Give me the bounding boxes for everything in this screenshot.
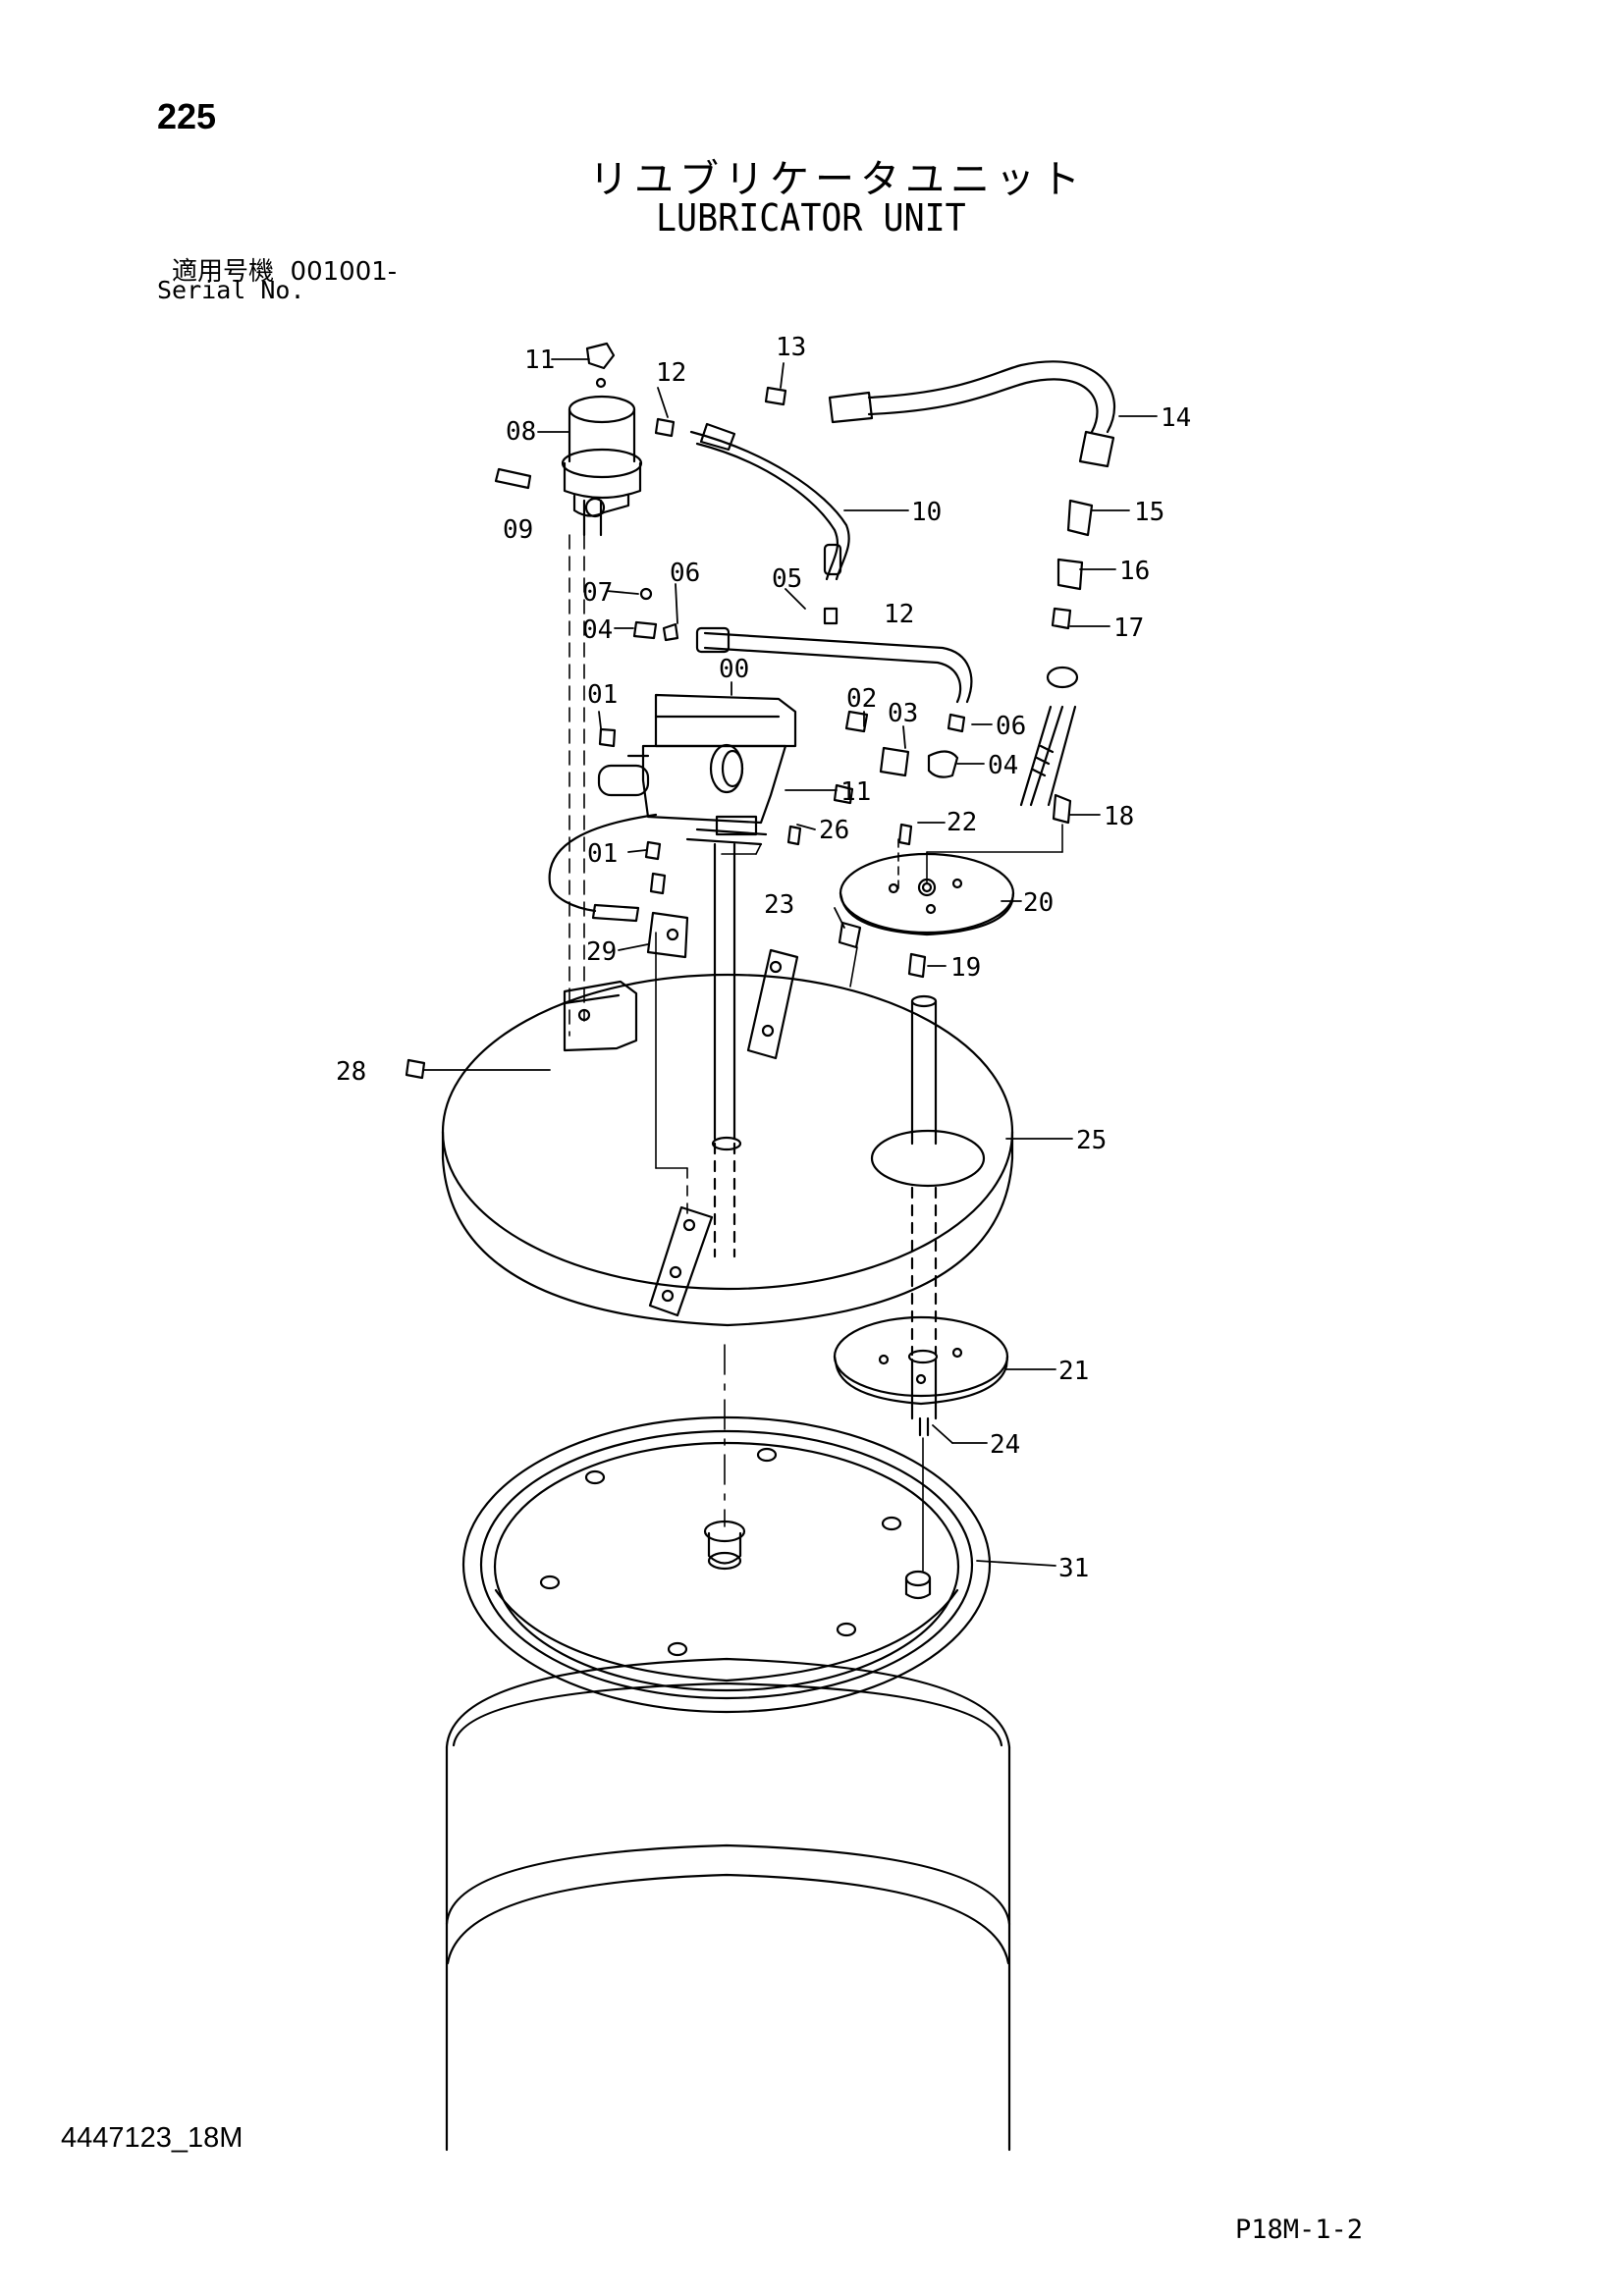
callout-07: 07: [582, 578, 613, 608]
hose-05: [695, 626, 973, 704]
callout-26: 26: [819, 816, 849, 845]
callout-12-top: 12: [656, 358, 686, 388]
callout-02: 02: [846, 684, 877, 714]
sensor-cable: [548, 813, 658, 913]
callout-11-mid: 11: [840, 777, 871, 807]
tube-bundle: [1019, 666, 1079, 825]
callout-06-right: 06: [996, 712, 1026, 741]
callout-12-mid: 12: [884, 600, 914, 629]
callout-24: 24: [990, 1430, 1020, 1460]
plate-center-fitting: [703, 1520, 746, 1571]
fittings-15-16-17: [1051, 499, 1094, 630]
page-number: 225: [157, 96, 217, 136]
callout-13: 13: [776, 333, 806, 362]
callout-04-right: 04: [988, 751, 1018, 780]
drawing-number: 4447123_18M: [61, 2122, 244, 2154]
lid-bracket-rear: [746, 948, 799, 1060]
bracket-29: [591, 903, 689, 959]
callout-23: 23: [764, 890, 794, 920]
title-japanese: リユブリケータユニット: [589, 157, 1086, 202]
callout-05: 05: [772, 564, 802, 594]
serial-label-english: Serial No.: [157, 276, 305, 304]
solenoid-valve: [494, 342, 643, 537]
leader-lines: [568, 534, 1063, 1572]
callout-16: 16: [1119, 557, 1150, 586]
follower-rod: [910, 994, 938, 1437]
callout-04-left: 04: [582, 615, 613, 645]
hose-10: [689, 422, 850, 581]
callout-25: 25: [1076, 1126, 1107, 1155]
follower-plate: [461, 1415, 992, 1714]
callout-29: 29: [586, 937, 617, 967]
callout-01-bottom: 01: [587, 839, 618, 869]
callout-21: 21: [1058, 1357, 1089, 1386]
callout-leaders: [423, 358, 1158, 1567]
callout-11-top: 11: [524, 346, 555, 375]
callout-03: 03: [888, 699, 918, 728]
callout-22: 22: [947, 808, 977, 837]
callout-31: 31: [1058, 1554, 1089, 1583]
pump-tube: [713, 842, 736, 1258]
callout-10: 10: [911, 498, 942, 527]
callout-06-left: 06: [670, 559, 700, 588]
plate-bolts: [539, 1447, 902, 1657]
callout-14: 14: [1161, 403, 1191, 433]
serial-value: 001001-: [290, 257, 398, 287]
page-code: P18M-1-2: [1235, 2215, 1364, 2245]
drum-lid: [441, 973, 1014, 1327]
title-english: LUBRICATOR UNIT: [656, 196, 966, 240]
callout-08: 08: [506, 417, 536, 447]
callout-00: 00: [719, 655, 749, 684]
callout-20: 20: [1023, 888, 1054, 918]
plate-20: [839, 852, 1015, 936]
drum-body: [445, 1657, 1011, 2152]
callout-labels: 11 12 13 14 08 09 10 15 07 06 05 12 04 1…: [336, 333, 1191, 1583]
serial-line-japanese: 適用号機 001001-: [172, 251, 397, 288]
callout-17: 17: [1113, 614, 1144, 643]
callout-19: 19: [950, 953, 981, 983]
callout-09: 09: [503, 515, 533, 545]
callout-15: 15: [1134, 498, 1164, 527]
small-fittings: [405, 386, 966, 1080]
callout-01-top: 01: [587, 680, 618, 710]
lid-bracket-front: [648, 1205, 714, 1317]
callout-28: 28: [336, 1057, 366, 1087]
serial-label-jp: 適用号機: [172, 257, 275, 287]
pump-body: [597, 693, 797, 846]
callout-18: 18: [1104, 802, 1134, 831]
weight-plate-21: [833, 1315, 1009, 1406]
plate-boss: [904, 1570, 932, 1600]
hose-14: [828, 360, 1116, 468]
